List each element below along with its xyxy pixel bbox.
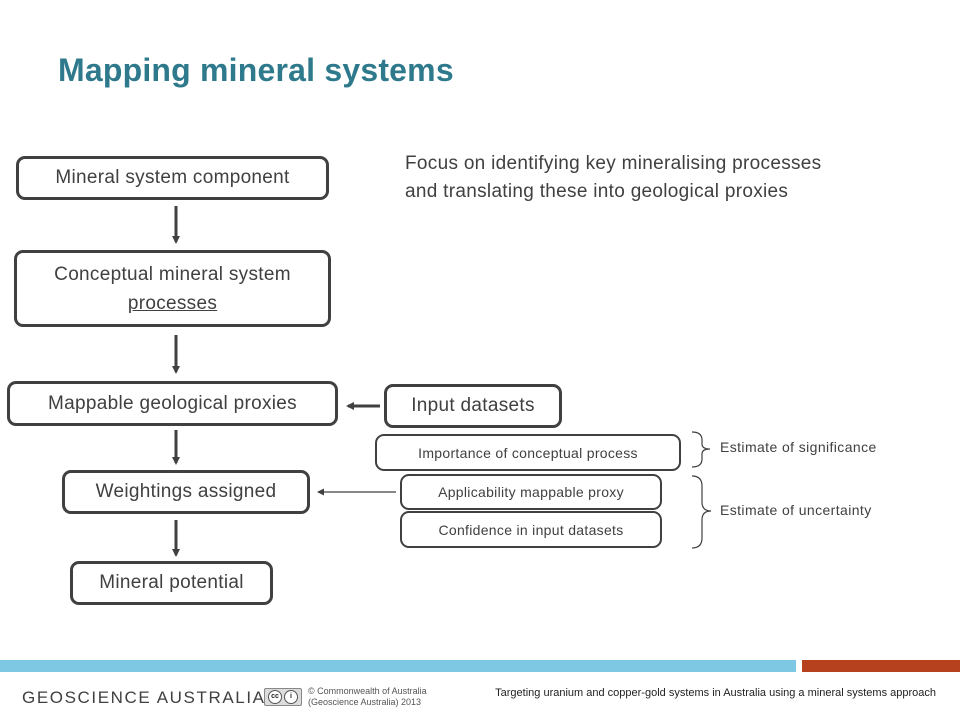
input-datasets-label: Input datasets [411,395,535,416]
brace-uncertainty [691,475,712,549]
input-datasets-box: Input datasets [384,384,562,428]
copyright-line-1: © Commonwealth of Australia [308,686,427,696]
confidence-label: Confidence in input datasets [438,521,624,538]
focus-text: Focus on identifying key mineralising pr… [405,150,945,206]
confidence-box: Confidence in input datasets [400,511,662,548]
focus-text-line-2: and translating these into geological pr… [405,181,789,202]
estimate-uncertainty-label: Estimate of uncertainty [720,502,872,518]
mineral-potential-box: Mineral potential [70,561,273,605]
applicability-label: Applicability mappable proxy [438,484,624,500]
focus-text-line-1: Focus on identifying key mineralising pr… [405,153,822,174]
applicability-box: Applicability mappable proxy [400,474,662,510]
conceptual-processes-line-2: processes [127,292,218,314]
conceptual-processes-box: Conceptual mineral system processes [14,250,331,327]
mineral-system-component-label: Mineral system component [55,167,290,188]
footer-citation: Targeting uranium and copper-gold system… [495,687,936,699]
importance-label: Importance of conceptual process [418,444,638,461]
mineral-potential-label: Mineral potential [99,572,244,593]
footer-brand: GEOSCIENCE AUSTRALIA [22,688,266,707]
mineral-system-component-box: Mineral system component [16,156,329,200]
creative-commons-icon: cc i [264,688,302,706]
mappable-proxies-label: Mappable geological proxies [48,392,297,414]
copyright-line-2: (Geoscience Australia) 2013 [308,697,422,707]
footer [0,672,960,720]
weightings-assigned-box: Weightings assigned [62,470,310,514]
brace-significance [691,431,711,468]
slide-title: Mapping mineral systems [58,52,454,88]
importance-box: Importance of conceptual process [375,434,681,471]
footer-copyright: © Commonwealth of Australia (Geoscience … [308,686,427,708]
weightings-assigned-label: Weightings assigned [95,481,277,502]
conceptual-processes-line-1: Conceptual mineral system [54,263,291,285]
mappable-proxies-box: Mappable geological proxies [7,381,338,426]
estimate-significance-label: Estimate of significance [720,439,877,455]
footer-accent-red [802,660,960,672]
footer-accent-blue [0,660,796,672]
